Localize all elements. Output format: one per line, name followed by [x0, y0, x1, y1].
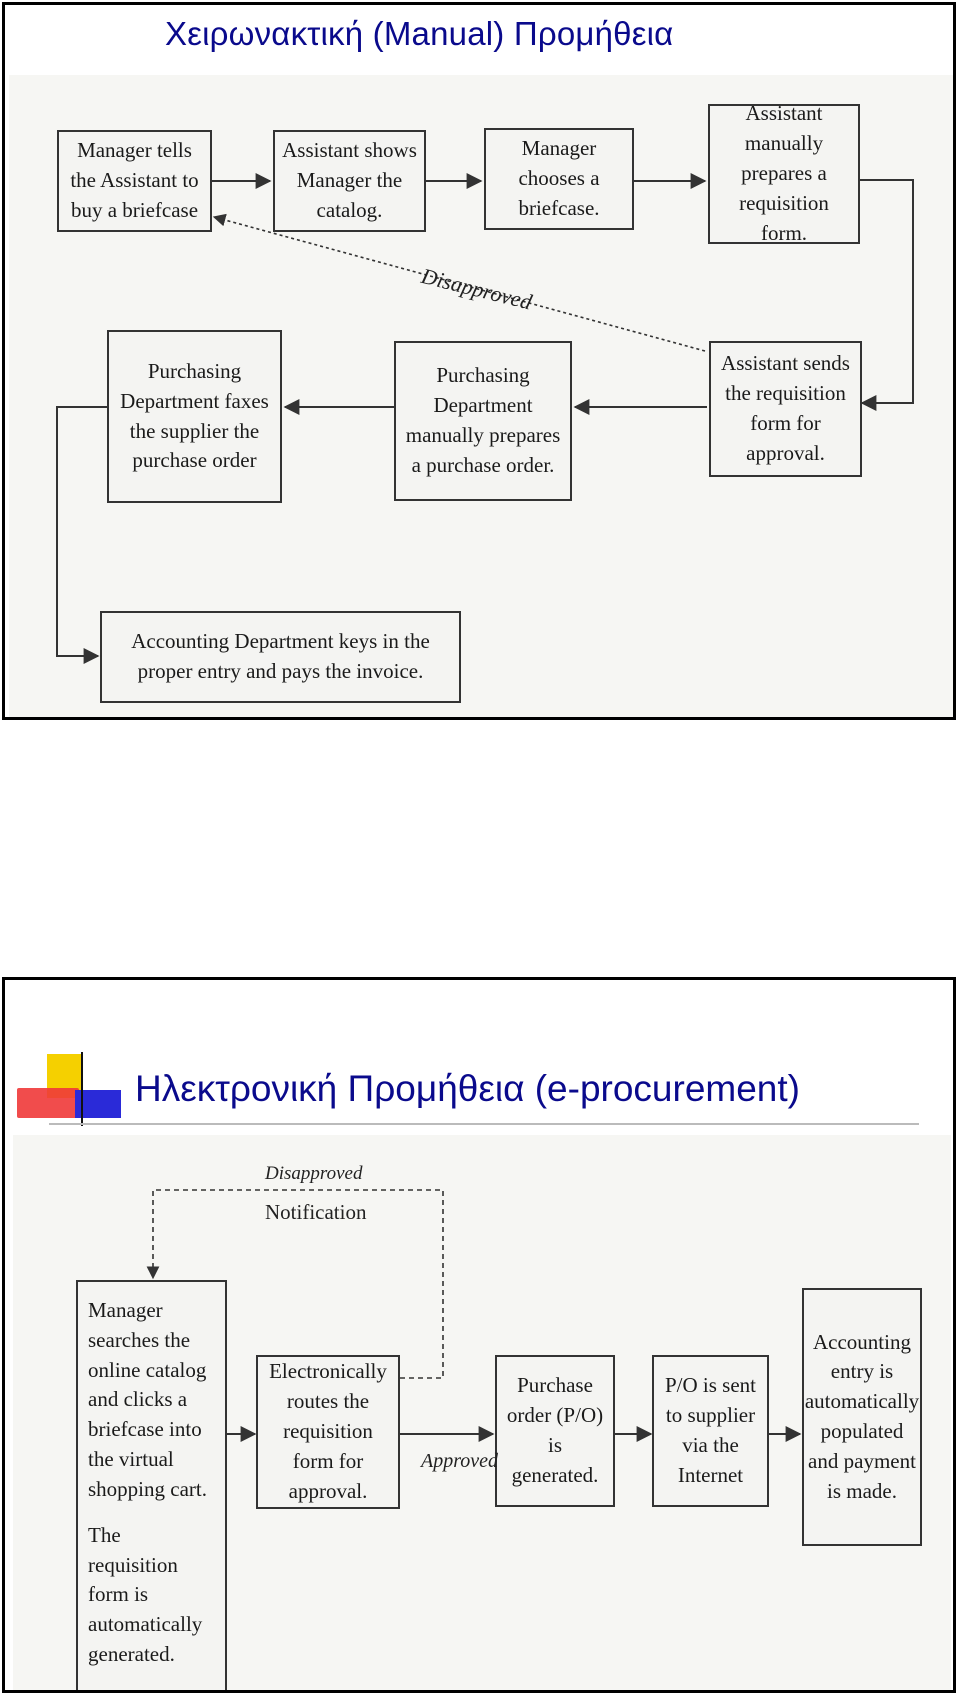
- step-manager-tells-assistant: Manager tells the Assistant to buy a bri…: [57, 130, 212, 232]
- logo-red-square: [17, 1088, 79, 1118]
- label-notification: Notification: [265, 1200, 367, 1224]
- slide-logo-decoration: [5, 1052, 125, 1132]
- step-po-sent-supplier: P/O is sent to supplier via the Internet: [652, 1355, 769, 1507]
- step-purchasing-faxes-supplier: Purchasing Department faxes the supplier…: [107, 330, 282, 503]
- slide-e-procurement: Ηλεκτρονική Προμήθεια (e-procurement) Ma…: [2, 977, 956, 1693]
- slide-title-e-procurement: Ηλεκτρονική Προμήθεια (e-procurement): [135, 1068, 800, 1109]
- label-disapproved-e: Disapproved: [265, 1163, 363, 1184]
- step-requisition-auto-text: The requisition form is automatically ge…: [88, 1522, 203, 1666]
- step-assistant-prepares-requisition: Assistant manually prepares a requisitio…: [708, 101, 860, 245]
- flow-connectors-e-procurement: [146, 1189, 802, 1442]
- step-assistant-sends-requisition: Assistant sends the requisition form for…: [709, 341, 862, 477]
- arrow-disapproved-manual: [212, 213, 706, 352]
- slide-manual-procurement: Χειρωνακτική (Manual) Προμήθεια Manager …: [2, 2, 956, 720]
- arrow-disapproved-loop: [146, 1189, 444, 1379]
- step-manager-searches-catalog: Manager searches the online catalog and …: [76, 1280, 227, 1690]
- step-manager-chooses: Manager chooses a briefcase.: [484, 128, 634, 230]
- step-accounting-pays-invoice: Accounting Department keys in the proper…: [100, 611, 461, 703]
- step-accounting-auto-populated: Accounting entry is automatically popula…: [802, 1288, 922, 1546]
- step-po-generated: Purchase order (P/O) is generated.: [495, 1355, 615, 1507]
- step-assistant-shows-catalog: Assistant shows Manager the catalog.: [273, 130, 426, 232]
- arrow-b7-b8: [56, 406, 107, 664]
- arrow-b4-b5: [860, 179, 914, 411]
- step-purchasing-prepares-po: Purchasing Department manually prepares …: [394, 341, 572, 501]
- step-electronically-routes: Electronically routes the requisition fo…: [256, 1355, 400, 1509]
- flow-connectors-manual: [56, 173, 914, 664]
- title-underline-rule: [49, 1123, 919, 1125]
- logo-vertical-rule: [81, 1052, 83, 1126]
- slide-title-manual: Χειρωνακτική (Manual) Προμήθεια: [165, 15, 674, 52]
- label-approved: Approved: [421, 1450, 499, 1472]
- step-manager-searches-text: Manager searches the online catalog and …: [88, 1298, 207, 1501]
